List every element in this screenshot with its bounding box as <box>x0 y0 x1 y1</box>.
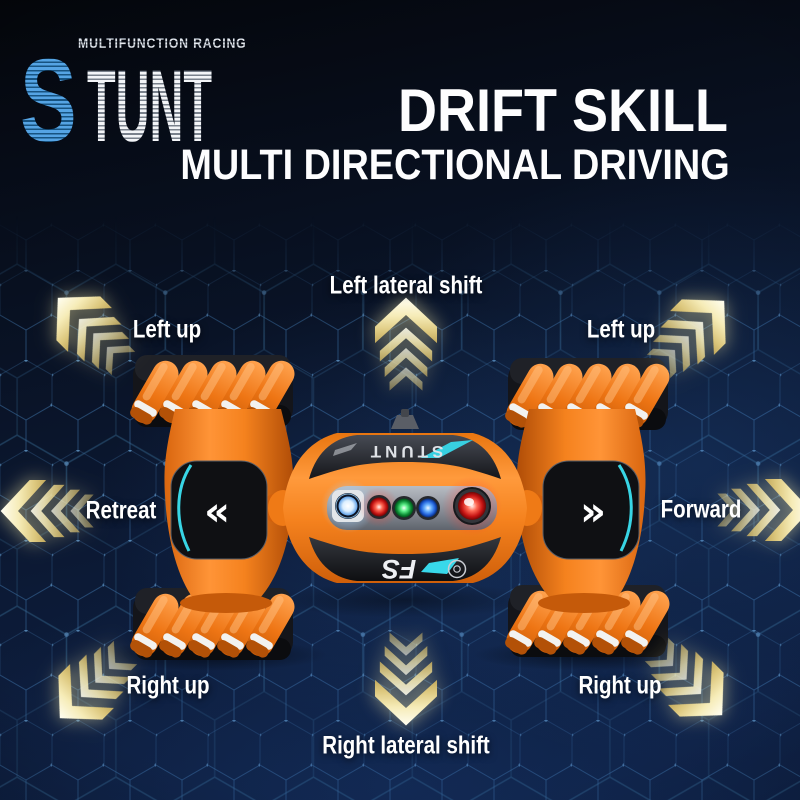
arrow-up-icon <box>375 297 437 395</box>
direction-label-retreat: Retreat <box>85 496 157 525</box>
headline-primary: DRIFT SKILL <box>398 77 728 144</box>
direction-label-forward: Forward <box>660 495 742 524</box>
car-hood-label: FS <box>382 554 417 584</box>
retreat-chevrons: « <box>204 489 230 535</box>
brand-badge-icon <box>447 559 467 579</box>
headline-secondary: MULTI DIRECTIONAL DRIVING <box>180 141 730 189</box>
brand-initial: S <box>20 35 77 167</box>
direction-label-left-up-left: Left up <box>132 315 202 344</box>
stunt-car-image: STUNT FS <box>105 345 703 671</box>
led-red-icon <box>369 497 389 517</box>
led-blue-icon <box>418 498 438 518</box>
direction-label-left-lateral-shift: Left lateral shift <box>329 271 483 300</box>
direction-label-right-lateral-shift: Right lateral shift <box>322 731 490 760</box>
brand-tagline: MULTIFUNCTION RACING <box>78 35 247 52</box>
direction-label-right-up-right: Right up <box>578 671 662 700</box>
forward-chevrons: » <box>580 489 606 535</box>
arrow-down-icon <box>375 628 437 726</box>
antenna-fin <box>391 415 419 429</box>
brand-name: STUNT <box>20 42 359 160</box>
arrow-left-icon <box>0 480 98 542</box>
led-lights <box>321 476 502 536</box>
led-big-red-icon <box>458 492 486 520</box>
car-center-body: STUNT FS <box>283 409 527 584</box>
led-green-icon <box>394 498 414 518</box>
car-deck-label: STUNT <box>367 442 444 461</box>
brand-rest: TUNT <box>86 49 212 163</box>
direction-label-left-up-right: Left up <box>586 315 656 344</box>
car-left-panel: « <box>170 460 268 560</box>
direction-label-right-up-left: Right up <box>126 671 210 700</box>
car-right-panel: » <box>542 460 640 560</box>
